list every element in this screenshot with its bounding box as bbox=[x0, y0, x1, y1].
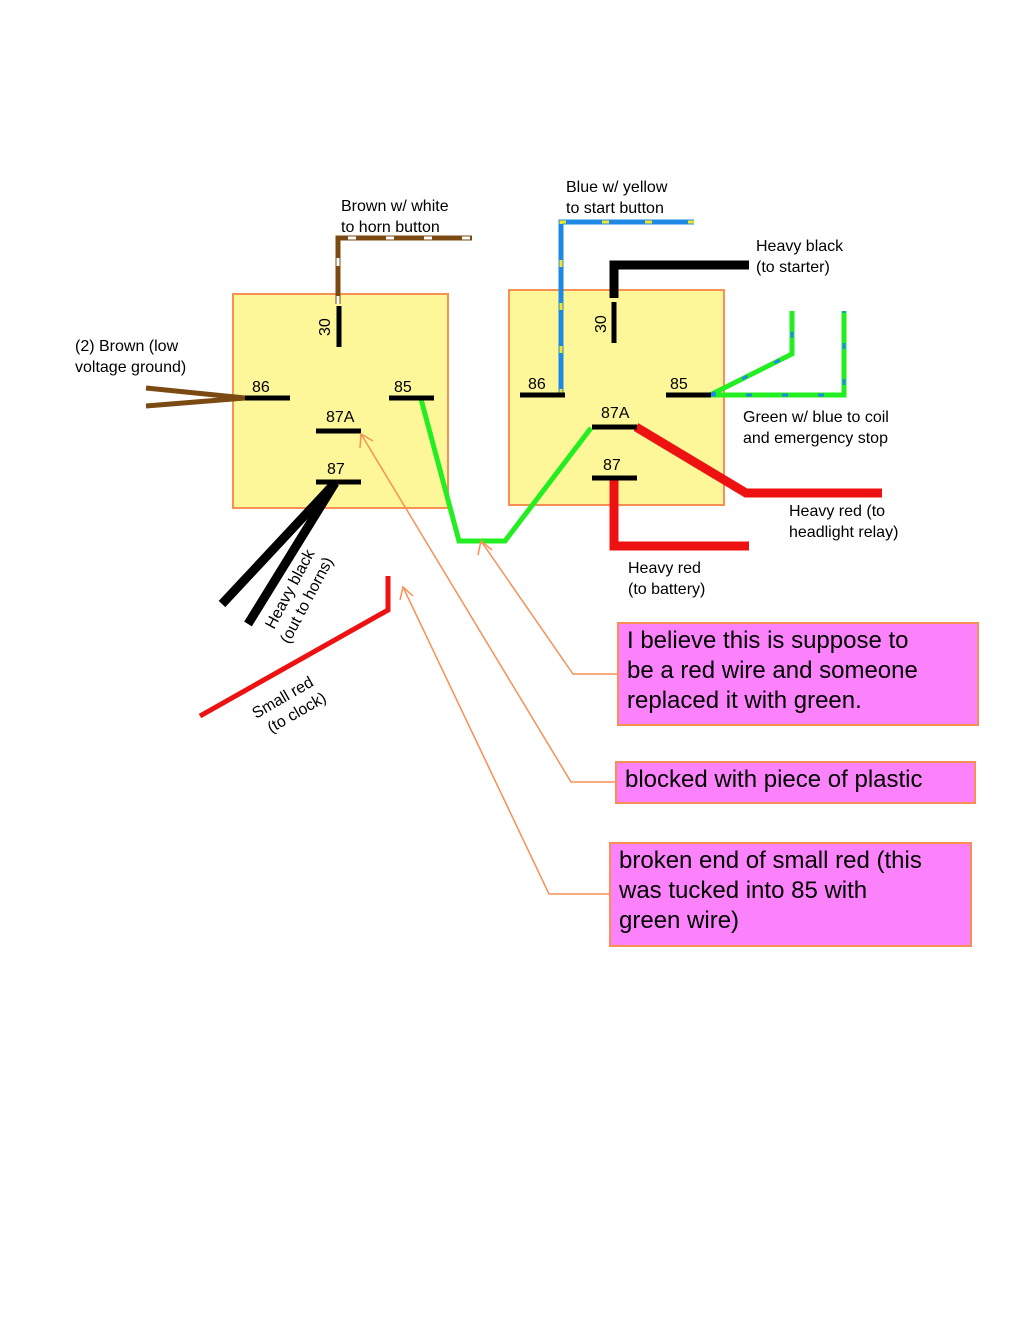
note-broken-red-line-1: broken end of small red (this bbox=[619, 847, 922, 874]
label-brown-white: Brown w/ white to horn button bbox=[341, 198, 453, 236]
relay-right-pin-86: 86 bbox=[528, 376, 546, 393]
note-plastic: blocked with piece of plastic bbox=[615, 761, 976, 804]
relay-right-pin-30: 30 bbox=[593, 315, 610, 333]
label-blue-yellow: Blue w/ yellow to start button bbox=[566, 179, 672, 217]
relay-left-pins bbox=[245, 306, 434, 485]
relay-left-pin-87a: 87A bbox=[326, 409, 355, 426]
note-plastic-line-1: blocked with piece of plastic bbox=[625, 766, 923, 793]
note-broken-red-line-2: was tucked into 85 with bbox=[619, 877, 868, 904]
label-brown-ground: (2) Brown (low voltage ground) bbox=[75, 338, 186, 376]
relay-left-pin-87: 87 bbox=[327, 461, 345, 478]
wire-heavy-black-starter bbox=[609, 260, 749, 298]
note-broken-red: broken end of small red (this was tucked… bbox=[609, 842, 972, 947]
label-heavy-red-headlight: Heavy red (to headlight relay) bbox=[789, 503, 898, 541]
wire-brown-white-horn bbox=[335, 235, 472, 304]
note-green-wire-line-2: be a red wire and someone bbox=[627, 657, 918, 684]
label-heavy-black-horns: Heavy black (out to horns) bbox=[260, 543, 338, 647]
wire-blue-yellow-start bbox=[558, 219, 694, 396]
note-green-wire-line-3: replaced it with green. bbox=[627, 687, 862, 714]
label-heavy-black-starter: Heavy black (to starter) bbox=[756, 238, 848, 276]
wire-heavy-black-horns bbox=[218, 479, 339, 627]
wire-heavy-red-headlight bbox=[633, 423, 882, 498]
relay-right-pin-87: 87 bbox=[603, 457, 621, 474]
callout-arrow-green-wire bbox=[477, 539, 618, 675]
relay-right-pins bbox=[520, 302, 711, 481]
note-green-wire: I believe this is suppose to be a red wi… bbox=[617, 622, 979, 726]
relay-right-pin-85: 85 bbox=[670, 376, 688, 393]
note-green-wire-line-1: I believe this is suppose to bbox=[627, 627, 909, 654]
wire-green-blue-coil bbox=[708, 311, 847, 398]
relay-right-pin-87a: 87A bbox=[601, 405, 630, 422]
relay-left-pin-30: 30 bbox=[317, 318, 334, 336]
label-heavy-red-battery: Heavy red (to battery) bbox=[628, 560, 705, 598]
callout-arrow-broken-red bbox=[399, 585, 610, 895]
relay-left-pin-86: 86 bbox=[252, 379, 270, 396]
callout-arrow-plastic bbox=[359, 432, 616, 783]
label-green-blue: Green w/ blue to coil and emergency stop bbox=[743, 409, 893, 447]
relay-left-pin-85: 85 bbox=[394, 379, 412, 396]
wire-heavy-red-battery bbox=[609, 478, 749, 551]
note-broken-red-line-3: green wire) bbox=[619, 907, 740, 934]
wire-brown-ground bbox=[145, 385, 246, 409]
wire-small-red-clock bbox=[198, 576, 391, 719]
